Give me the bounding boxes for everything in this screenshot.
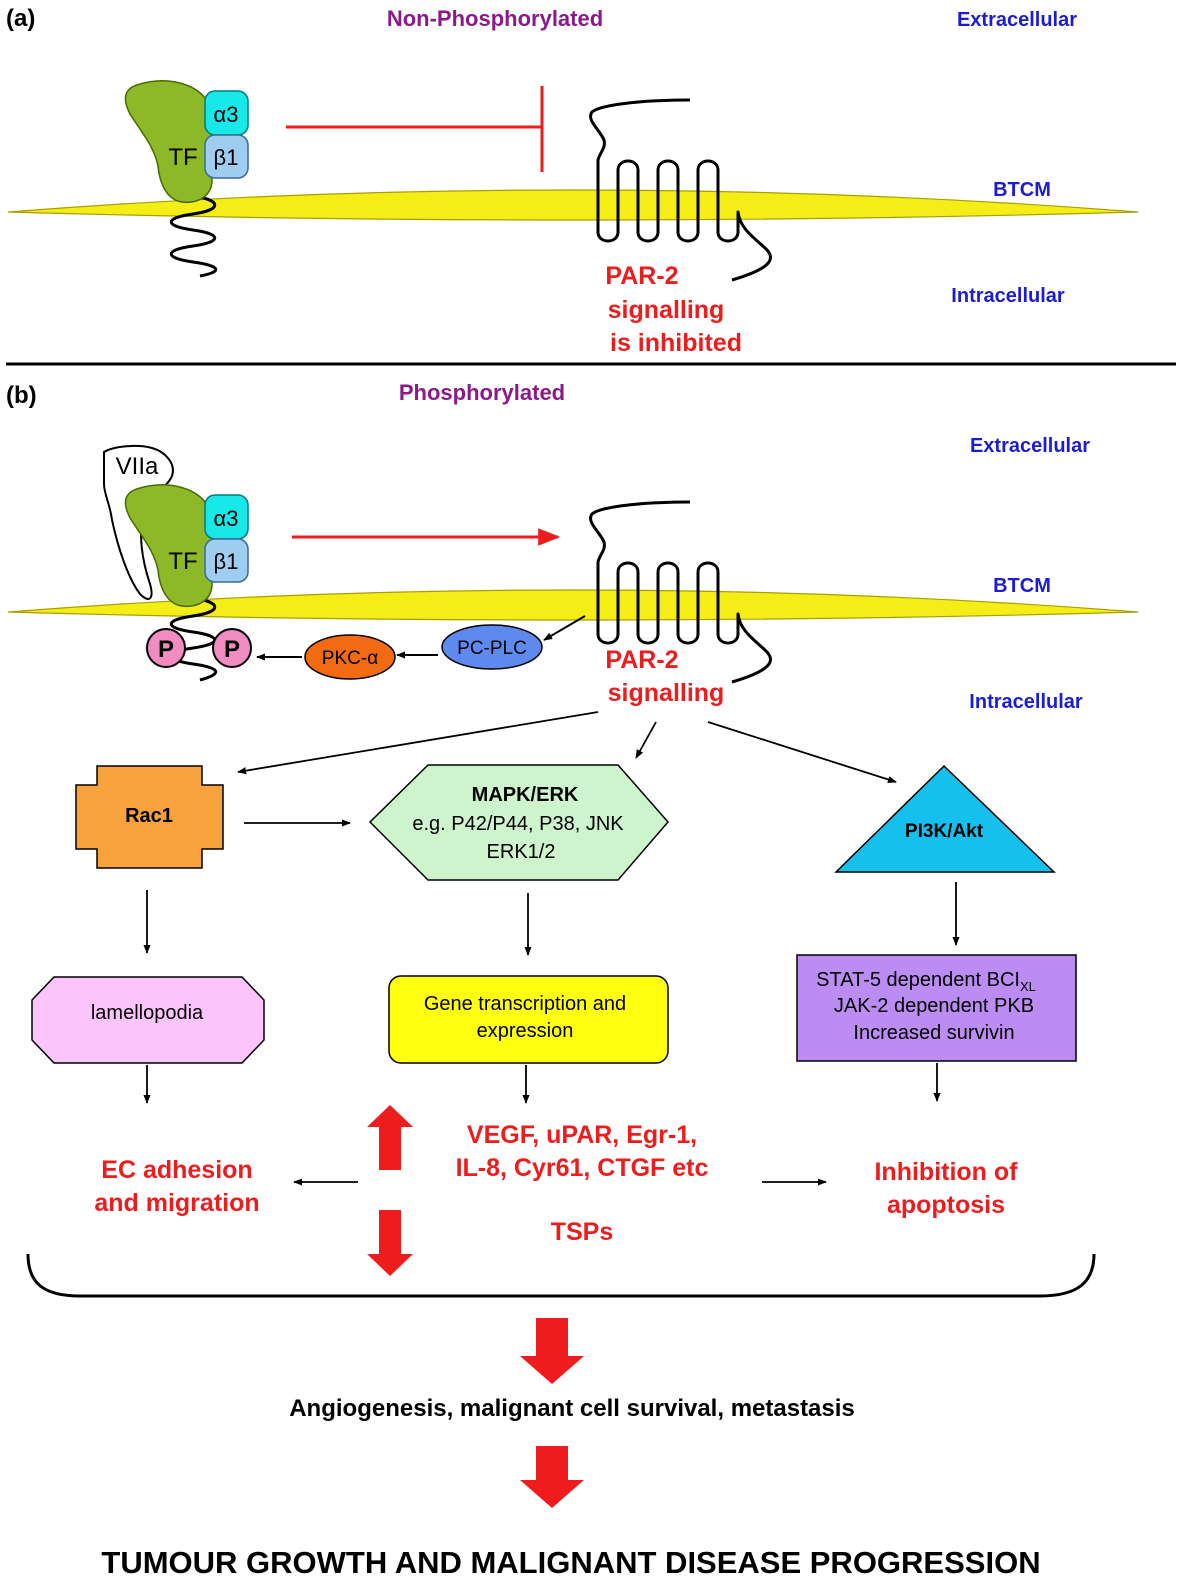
arrow-par2-to-mapk [635,721,657,759]
panel-b-pi3k-label: PI3K/Akt [905,821,984,842]
panel-a-extracellular-label: Extracellular [957,9,1077,31]
panel-b-par2-line1: PAR-2 [605,646,678,674]
panel-b-mapk-title: MAPK/ERK [472,784,579,806]
panel-b-phosphate-left[interactable] [146,628,186,668]
panel-b-ec-line2: and migration [94,1189,259,1217]
arrow-par2-to-rac1 [237,711,599,775]
panel-b-pcplc-label: PC-PLC [457,638,527,659]
panel-b-btcm-label: BTCM [993,575,1051,597]
arrow-par2-to-pcplc [543,615,586,641]
panel-b-factors-line1: VEGF, uPAR, Egr-1, [467,1121,697,1149]
panel-b-mapk-line1: e.g. P42/P44, P38, JNK [412,813,624,835]
panel-b-stat-line3: Increased survivin [853,1022,1014,1044]
panel-b-beta1-label: β1 [214,549,239,574]
panel-b-phosphate-right[interactable] [212,628,252,668]
panel-b-viia-label: VIIa [116,453,159,480]
panel-b-pi3k-akt-node[interactable] [834,764,1056,873]
panel-b-gene-transcription-node[interactable] [388,975,669,1064]
panel-b-apoptosis-line2: apoptosis [887,1191,1005,1219]
panel-b-pkc-label: PKC-α [322,648,378,669]
panel-a-letter: (a) [6,5,35,32]
panel-a-alpha3-label: α3 [214,102,239,127]
panel-b-stat-line1-main: STAT-5 dependent BCI [816,969,1020,991]
downregulation-arrow [367,1210,413,1276]
panel-b-ec-line1: EC adhesion [101,1156,252,1184]
panel-b: (b) Phosphorylated Extracellular VIIa BT… [6,380,1139,1580]
panel-a-tf-transmembrane-tail [170,194,218,278]
panel-b-pc-plc[interactable] [441,624,543,670]
panel-b-mapk-erk-node[interactable] [368,764,669,881]
panel-a-par2-line3: is inhibited [610,329,742,357]
panel-b-stat-line1-subscript: XL [1020,979,1036,994]
panel-b-gene-line2: expression [477,1020,574,1042]
panel-a-beta1-label: β1 [214,145,239,170]
panel-a-par2-line1: PAR-2 [605,262,678,290]
panel-b-stat-line2: JAK-2 dependent PKB [834,995,1034,1017]
panel-b-membrane [7,589,1139,621]
panel-b-phosphate-left-label: P [158,636,174,663]
panel-a-intracellular-label: Intracellular [951,285,1065,307]
panel-b-tsps: TSPs [551,1218,614,1246]
panel-b-lamellopodia-node[interactable] [31,976,265,1064]
arrow-outcome-to-final [520,1446,584,1508]
panel-b-factors-line2: IL-8, Cyr61, CTGF etc [456,1154,709,1182]
panel-b-final-outcome: TUMOUR GROWTH AND MALIGNANT DISEASE PROG… [101,1545,1040,1580]
panel-b-lamellopodia-label: lamellopodia [91,1002,204,1024]
arrow-bracket-to-outcome [520,1318,584,1384]
panel-b-beta1-integrin[interactable] [204,538,249,583]
panel-b-tf-protein[interactable] [124,484,213,608]
panel-b-tf-label: TF [168,548,197,575]
panel-b-apoptosis-line1: Inhibition of [874,1158,1018,1186]
panel-a-tf-protein[interactable] [124,80,213,204]
panel-b-intracellular-label: Intracellular [969,691,1083,713]
panel-b-state-label: Phosphorylated [399,380,565,405]
panel-a-par2-line2: signalling [608,296,725,324]
panel-a-btcm-label: BTCM [993,179,1051,201]
panel-b-summary-bracket [26,1253,1096,1298]
panel-b-pkc-alpha[interactable] [304,634,396,680]
panel-b-stat-line1: STAT-5 dependent BCIXL [816,969,1036,994]
panel-b-rac1-label: Rac1 [125,805,173,827]
panel-a: (a) Non-Phosphorylated Extracellular BTC… [6,5,1139,357]
upregulation-arrow [367,1105,413,1170]
panel-b-rac1-node[interactable] [75,765,224,869]
panel-b-mapk-line2: ERK1/2 [487,841,556,863]
panel-b-extracellular-label: Extracellular [970,435,1090,457]
panel-b-outcome: Angiogenesis, malignant cell survival, m… [289,1395,855,1422]
panel-a-state-label: Non-Phosphorylated [387,6,603,31]
panel-b-letter: (b) [6,382,37,409]
panel-b-gene-line1: Gene transcription and [424,993,626,1015]
panel-b-stat-jak-node[interactable] [796,954,1077,1062]
arrow-par2-to-pi3k [707,721,897,783]
panel-a-membrane [7,189,1139,221]
panel-a-tf-label: TF [168,144,197,171]
panel-a-beta1-integrin[interactable] [204,134,249,179]
panel-b-alpha3-label: α3 [214,506,239,531]
panel-b-par2-line2: signalling [608,679,725,707]
panel-b-par2-receptor[interactable] [589,500,772,684]
panel-a-par2-receptor[interactable] [589,98,772,282]
panel-b-phosphate-right-label: P [224,636,240,663]
